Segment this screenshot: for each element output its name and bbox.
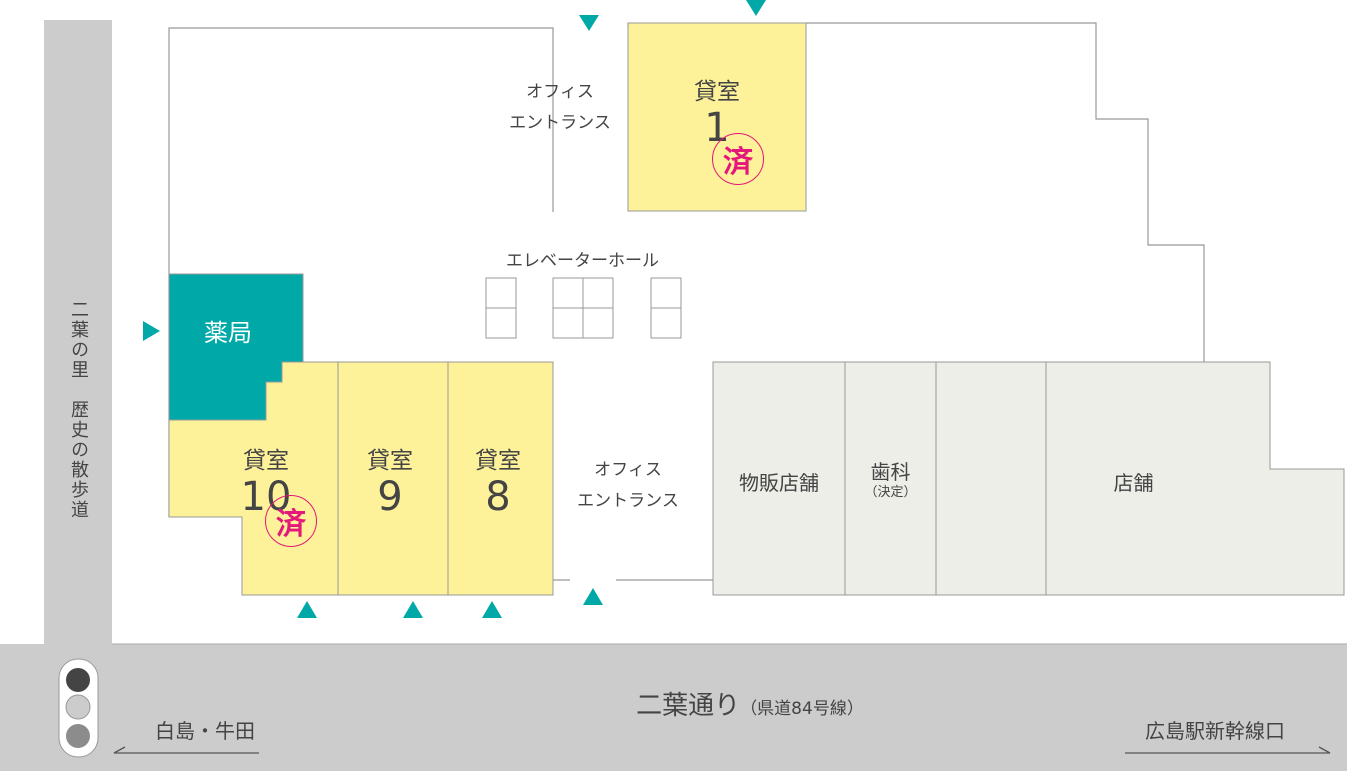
room-1-label: 貸室 1: [628, 78, 806, 148]
entrance-arrow-icon: [297, 601, 317, 618]
label: エントランス: [509, 113, 611, 133]
side-street-label: 二葉の里 歴史の散歩道: [68, 300, 89, 520]
room-title: 貸室: [694, 79, 740, 105]
pharmacy-label: 薬局: [204, 319, 252, 347]
office-entrance-bottom: オフィス エントランス: [558, 455, 698, 517]
room-9-label: 貸室 9: [338, 447, 442, 517]
direction-left-label: 白島・牛田: [155, 719, 255, 743]
main-road-label: 二葉通り（県道84号線）: [600, 690, 900, 724]
entrance-arrow-icon: [583, 588, 603, 605]
entrance-arrow-icon: [746, 0, 766, 16]
room-number: 8: [485, 473, 511, 520]
store-label: 店舗: [1113, 471, 1154, 495]
room-title: 貸室: [243, 448, 289, 474]
room-8[interactable]: [447, 361, 554, 596]
direction-right-label: 広島駅新幹線口: [1145, 719, 1285, 743]
main-road: [0, 644, 1347, 771]
room-title: 貸室: [475, 448, 521, 474]
office-entrance-top: オフィス エントランス: [490, 77, 630, 139]
retail-label: 物販店舗: [739, 471, 819, 495]
label: オフィス: [594, 460, 662, 480]
shop-vacant[interactable]: [935, 361, 1047, 596]
dental-label: 歯科 （決定）: [845, 459, 936, 502]
entrance-arrow-icon: [579, 15, 599, 31]
elevators: [485, 277, 682, 339]
label: エントランス: [577, 491, 679, 511]
shop-retail[interactable]: [712, 361, 846, 596]
dental-title: 歯科: [870, 460, 911, 484]
sold-badge: 済: [712, 133, 764, 185]
building-outline: [168, 22, 1205, 581]
entrance-arrow-icon: [143, 321, 160, 341]
traffic-light-icon: [58, 658, 99, 758]
entrance-arrow-icon: [482, 601, 502, 618]
road-name: 二葉通り: [636, 691, 741, 721]
room-8-label: 貸室 8: [448, 447, 548, 517]
entrance-arrow-icon: [403, 601, 423, 618]
room-number: 9: [377, 473, 403, 520]
arrow-right-icon: [1125, 746, 1331, 754]
elevator-hall-label: エレベーターホール: [506, 251, 659, 271]
shop-store[interactable]: [1045, 361, 1345, 596]
shop-dental[interactable]: [844, 361, 937, 596]
room-title: 貸室: [367, 448, 413, 474]
dental-note: （決定）: [864, 485, 917, 500]
arrow-left-icon: [113, 746, 259, 754]
sold-badge: 済: [265, 495, 317, 547]
road-note: （県道84号線）: [740, 699, 864, 719]
label: オフィス: [526, 82, 594, 102]
side-street: [44, 20, 112, 644]
